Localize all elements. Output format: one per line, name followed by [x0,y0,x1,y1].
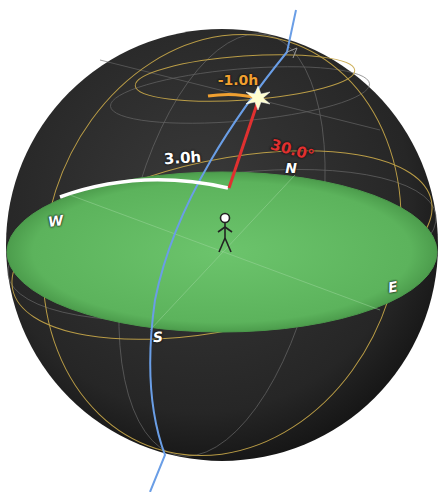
pole-tick [287,48,297,58]
meridian [150,10,296,492]
hour-angle-label: 3.0h [164,149,202,167]
grid-lines [0,15,442,475]
hour-angle-arc [60,180,228,197]
horizon-plane [7,172,437,332]
compass-label: N [285,161,297,175]
compass-label: S [152,330,163,345]
compass-label: E [387,279,399,294]
horizon-lines [70,175,380,330]
star [246,86,270,110]
compass-label: W [47,213,64,229]
sphere [6,29,438,461]
hour-offset-label: -1.0h [218,73,259,87]
observer [218,214,232,253]
altitude-line [229,101,258,188]
